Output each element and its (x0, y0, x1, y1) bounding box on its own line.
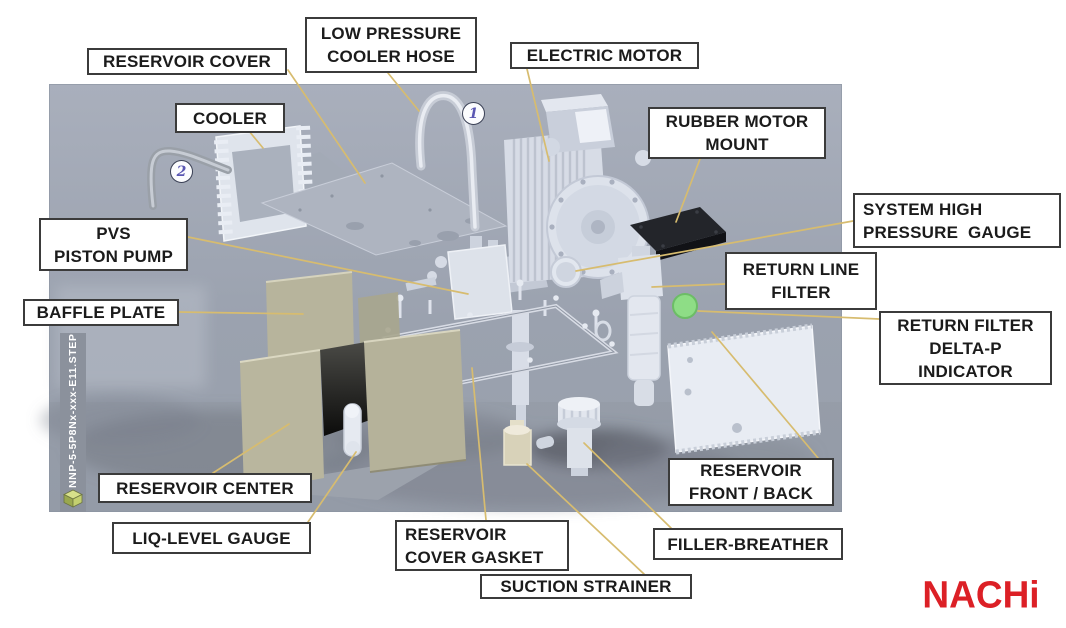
return-line-filter-part (600, 246, 663, 406)
step-file-cube-icon (63, 489, 83, 508)
leader-lines (178, 68, 880, 575)
pressure-gauge-part (550, 256, 582, 288)
label-cooler: COOLER (175, 103, 285, 133)
leader-pvs-piston-pump (187, 236, 469, 295)
leader-rubber-motor-mount (675, 158, 701, 223)
leader-liq-level-gauge (307, 451, 357, 523)
label-reservoir-cover-gasket: RESERVOIR COVER GASKET (395, 520, 569, 571)
label-liq-level-gauge: LIQ-LEVEL GAUGE (112, 522, 311, 554)
leader-return-line-filter (651, 283, 726, 288)
cooler-hose-1-part (415, 91, 480, 232)
callout-1: 1 (462, 102, 485, 125)
leader-reservoir-cover-gasket (471, 367, 487, 521)
filler-breather-part (557, 397, 601, 476)
pvs-piston-pump-part (396, 236, 612, 427)
label-system-high-pressure-gauge: SYSTEM HIGH PRESSURE GAUGE (853, 193, 1061, 248)
reservoir-cover-part (260, 162, 508, 256)
filename-strip: NNP-5-5P8Nx-xxx-E11.STEP (60, 333, 86, 512)
label-reservoir-center: RESERVOIR CENTER (98, 473, 312, 503)
step-filename: NNP-5-5P8Nx-xxx-E11.STEP (67, 333, 79, 488)
leader-filler-breather (583, 442, 672, 529)
leader-baffle-plate (178, 311, 304, 315)
nachi-logo: NACHi (922, 573, 1040, 616)
callout-2: 2 (170, 160, 193, 183)
leader-suction-strainer (526, 463, 645, 575)
label-rubber-motor-mount: RUBBER MOTOR MOUNT (648, 107, 826, 159)
label-return-filter-delta-p-indicator: RETURN FILTER DELTA-P INDICATOR (879, 311, 1052, 385)
delta-p-indicator-part (672, 293, 698, 319)
suction-strainer-part (503, 420, 555, 466)
electric-motor-part (498, 94, 651, 293)
label-low-pressure-cooler-hose: LOW PRESSURE COOLER HOSE (305, 17, 477, 73)
leader-low-pressure-cooler-hose (387, 72, 420, 112)
leader-reservoir-center (212, 423, 290, 474)
label-pvs-piston-pump: PVS PISTON PUMP (39, 218, 188, 271)
leader-return-filter-delta-p-indicator (697, 310, 880, 320)
label-reservoir-front-back: RESERVOIR FRONT / BACK (668, 458, 834, 506)
leader-reservoir-cover (287, 69, 366, 184)
leader-reservoir-front-back (711, 331, 819, 459)
cooler-hose-2-part (147, 146, 232, 210)
label-return-line-filter: RETURN LINE FILTER (725, 252, 877, 310)
leader-system-high-pressure-gauge (575, 220, 854, 272)
label-suction-strainer: SUCTION STRAINER (480, 574, 692, 599)
label-baffle-plate: BAFFLE PLATE (23, 299, 179, 326)
label-reservoir-cover: RESERVOIR COVER (87, 48, 287, 75)
leader-cooler (248, 130, 264, 149)
label-filler-breather: FILLER-BREATHER (653, 528, 843, 560)
liq-level-gauge-part (343, 403, 362, 457)
leader-electric-motor (526, 68, 550, 162)
label-electric-motor: ELECTRIC MOTOR (510, 42, 699, 69)
reservoir-front-back-part (667, 323, 821, 455)
